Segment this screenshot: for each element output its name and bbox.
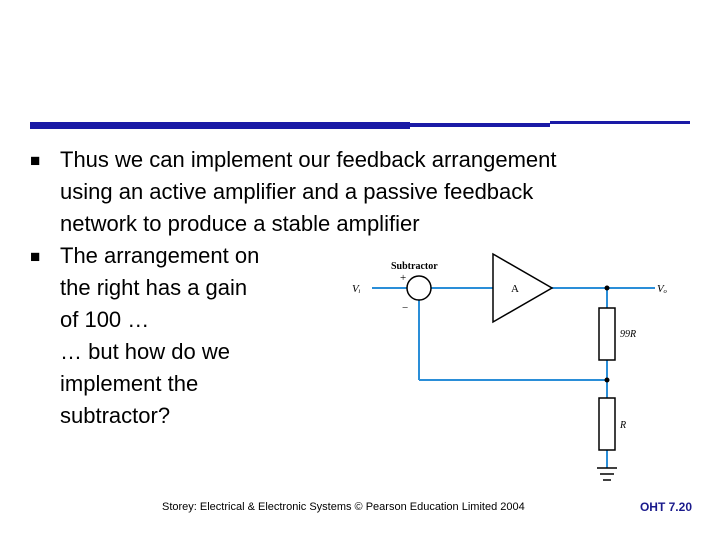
plus-sign-label: + (400, 272, 406, 284)
bullet-item-1: ■ Thus we can implement our feedback arr… (30, 144, 690, 240)
bullet-line: network to produce a stable amplifier (60, 211, 420, 236)
bullet-line: subtractor? (60, 403, 171, 428)
amplifier-label: A (511, 283, 519, 295)
feedback-node-icon (604, 377, 610, 383)
bullet-line: the right has a gain (60, 275, 248, 300)
resistor-r-label: R (619, 420, 626, 431)
bullet-item-2: ■ The arrangement on the right has a gai… (30, 240, 690, 432)
circuit-wires (372, 287, 655, 468)
bullet-line: … but how do we (60, 339, 230, 364)
feedback-amplifier-circuit-diagram: Subtractor + − Vᵢ Vₒ A 99R R (352, 252, 667, 481)
minus-sign-label: − (402, 302, 408, 314)
bullet-line: Thus we can implement our feedback arran… (60, 147, 557, 172)
resistor-r-icon (598, 397, 616, 451)
ground-icon (597, 467, 617, 481)
header-accent-bar (30, 121, 690, 129)
bullet-line: The arrangement on (60, 243, 260, 268)
summing-junction-icon (406, 275, 432, 301)
slide-code: OHT 7.20 (639, 500, 692, 514)
bullet-line: using an active amplifier and a passive … (60, 179, 534, 204)
amplifier-triangle-icon (492, 252, 554, 324)
bullet-line: implement the (60, 371, 199, 396)
input-voltage-label: Vᵢ (352, 283, 361, 295)
square-bullet-icon: ■ (30, 151, 41, 170)
square-bullet-icon: ■ (30, 247, 41, 266)
subtractor-label: Subtractor (391, 261, 438, 272)
footer-credit: Storey: Electrical & Electronic Systems … (162, 501, 525, 513)
output-node-icon (604, 285, 610, 291)
output-voltage-label: Vₒ (657, 283, 667, 295)
bullet-text-2: The arrangement on the right has a gain … (60, 240, 259, 432)
resistor-99r-icon (598, 307, 616, 361)
bullet-text-1: Thus we can implement our feedback arran… (60, 144, 556, 240)
resistor-99r-label: 99R (620, 329, 636, 340)
bullet-list: ■ Thus we can implement our feedback arr… (30, 144, 690, 432)
bullet-line: of 100 … (60, 307, 150, 332)
